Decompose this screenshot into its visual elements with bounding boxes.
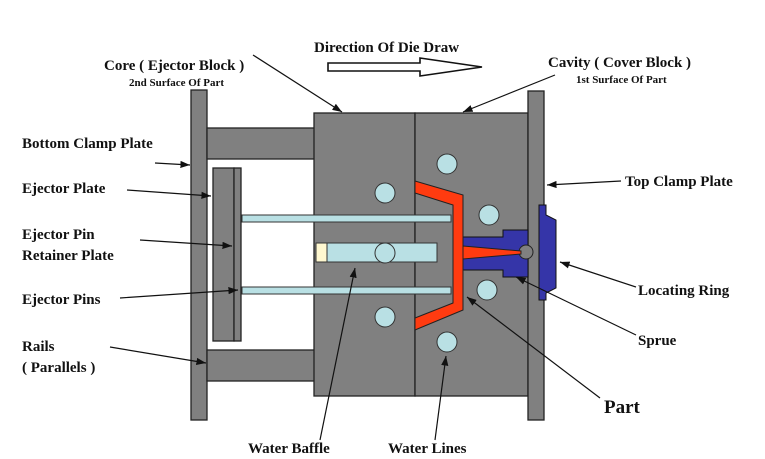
rails-label-line2: ( Parallels ): [22, 360, 95, 376]
leader-lines: [109, 54, 637, 441]
ejector-pins-label: Ejector Pins: [22, 292, 101, 308]
water-line: [374, 306, 396, 328]
water-baffle-label: Water Baffle: [248, 441, 330, 457]
core-sublabel: 2nd Surface Of Part: [129, 77, 224, 89]
bottom-clamp-label: Bottom Clamp Plate: [22, 136, 153, 152]
locating-ring-label: Locating Ring: [638, 283, 730, 299]
water-lines: [374, 153, 500, 353]
part-label: Part: [604, 397, 641, 418]
bottom-clamp-plate: [190, 89, 208, 421]
rail-top: [206, 127, 316, 160]
top-clamp-label: Top Clamp Plate: [625, 174, 733, 190]
ejector-retainer-plate: [233, 167, 242, 342]
direction-label: Direction Of Die Draw: [314, 40, 459, 56]
direction-arrow-icon: [327, 57, 483, 77]
retainer-label-line1: Ejector Pin: [22, 227, 95, 243]
rail-bottom: [206, 349, 316, 382]
water-line: [374, 182, 396, 204]
water-line: [436, 153, 458, 175]
ejector-pin-top: [241, 214, 452, 223]
water-line: [478, 204, 500, 226]
ejector-plate: [212, 167, 235, 342]
retainer-label-line2: Retainer Plate: [22, 248, 114, 264]
water-line: [476, 279, 498, 301]
water-line: [436, 331, 458, 353]
cavity-label: Cavity ( Cover Block ): [548, 55, 691, 71]
water-line: [374, 242, 396, 264]
ejector-pin-bottom: [241, 286, 452, 295]
ejector-plate-label: Ejector Plate: [22, 181, 106, 197]
sprue: [462, 245, 522, 260]
rails-label-line1: Rails: [22, 339, 55, 355]
water-lines-label: Water Lines: [388, 441, 467, 457]
baffle-plug: [315, 242, 328, 263]
part: [414, 180, 464, 331]
locating-ring: [538, 204, 557, 301]
core-label: Core ( Ejector Block ): [104, 58, 244, 74]
cavity-sublabel: 1st Surface Of Part: [576, 74, 667, 86]
sprue-label: Sprue: [638, 333, 677, 349]
